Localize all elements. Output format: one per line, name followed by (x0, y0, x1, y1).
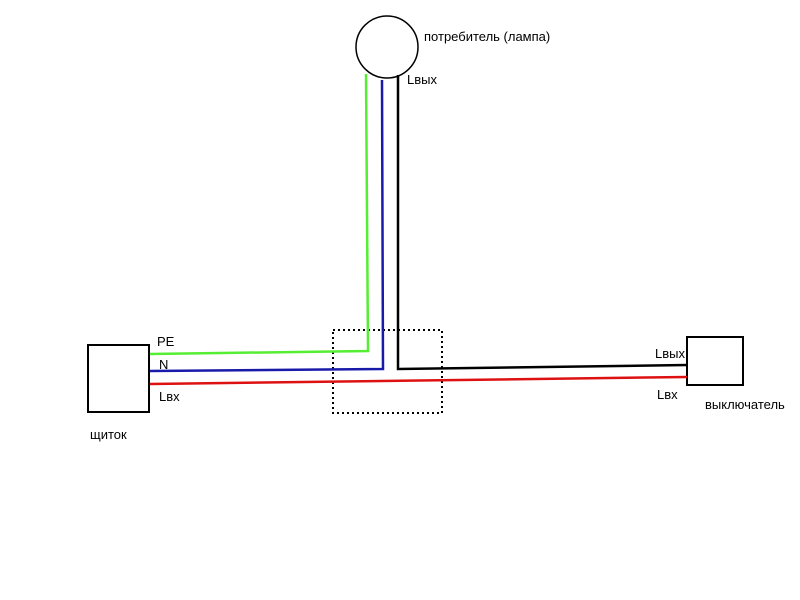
lamp-out-label: Lвых (407, 72, 437, 87)
panel-label: щиток (90, 427, 127, 442)
n-label: N (159, 357, 168, 372)
switch-out-label: Lвых (655, 346, 685, 361)
pe-label: PE (157, 334, 175, 349)
lamp-label: потребитель (лампа) (424, 29, 550, 44)
l-out-wire (396, 75, 688, 371)
panel-in-label: Lвх (159, 389, 180, 404)
junction-box (332, 329, 443, 414)
l-in-wire (149, 375, 688, 386)
lamp-symbol (355, 15, 419, 79)
pe-wire (149, 73, 370, 356)
switch-label: выключатель (705, 397, 785, 412)
switch-box (686, 336, 744, 386)
n-wire (149, 79, 385, 373)
switch-in-label: Lвх (657, 387, 678, 402)
panel-box (87, 344, 150, 413)
